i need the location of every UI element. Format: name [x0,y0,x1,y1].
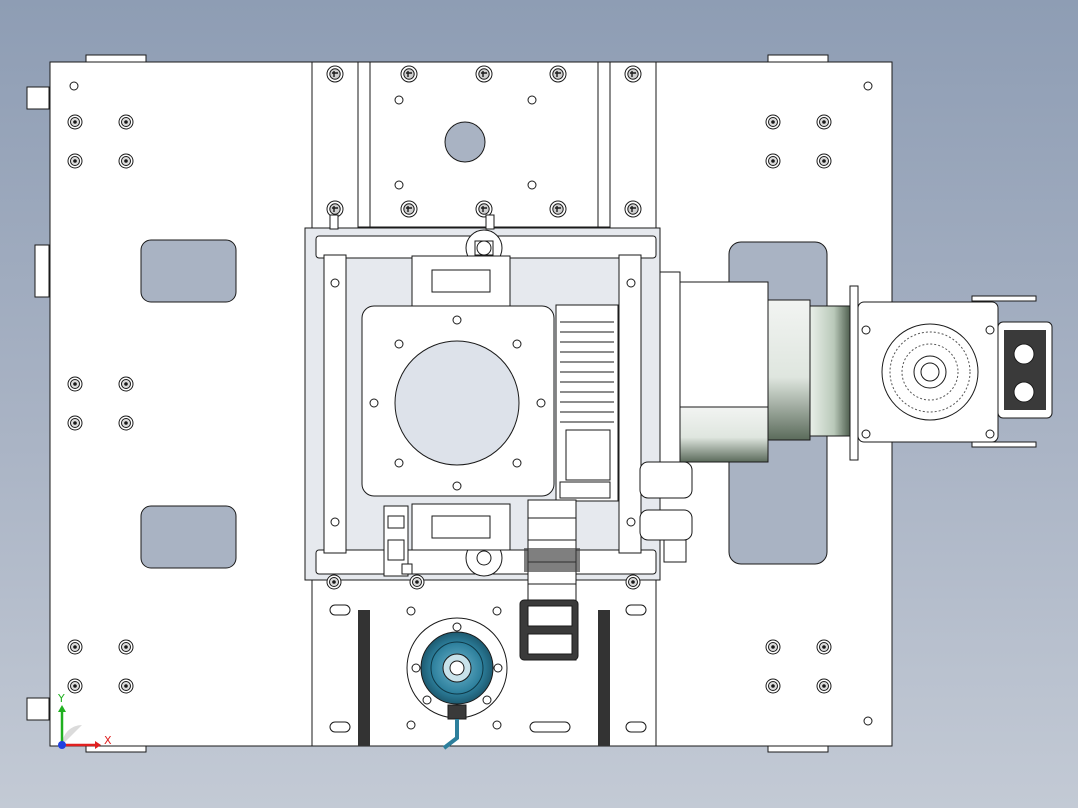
left-clip-bottom [26,697,50,721]
dark-slot-right [598,610,610,746]
plate-cutout-lower-left [140,505,237,569]
bottom-rotary-flange[interactable] [406,617,508,750]
guide-block-bottom [411,503,511,551]
proximity-sensor[interactable] [383,505,413,577]
y-axis-label: Y [57,692,65,705]
coordinate-triad: X Y [57,692,112,749]
dark-slot-left [358,610,370,746]
left-clip-mid [34,244,50,298]
stage-bore [394,340,520,466]
heat-sink[interactable] [555,304,619,502]
left-clip-top [26,86,50,110]
rotary-encoder[interactable] [857,295,1053,448]
cable-drag-chain[interactable] [519,499,580,661]
z-axis-dot [58,741,66,749]
center-bore [444,121,486,163]
motor-mount-arm[interactable] [639,461,693,563]
guide-block-top [411,255,511,307]
stage-plate[interactable] [361,305,555,497]
servo-motor[interactable] [659,271,859,463]
x-axis-label: X [104,734,112,747]
plate-cutout-upper-left [140,239,237,303]
